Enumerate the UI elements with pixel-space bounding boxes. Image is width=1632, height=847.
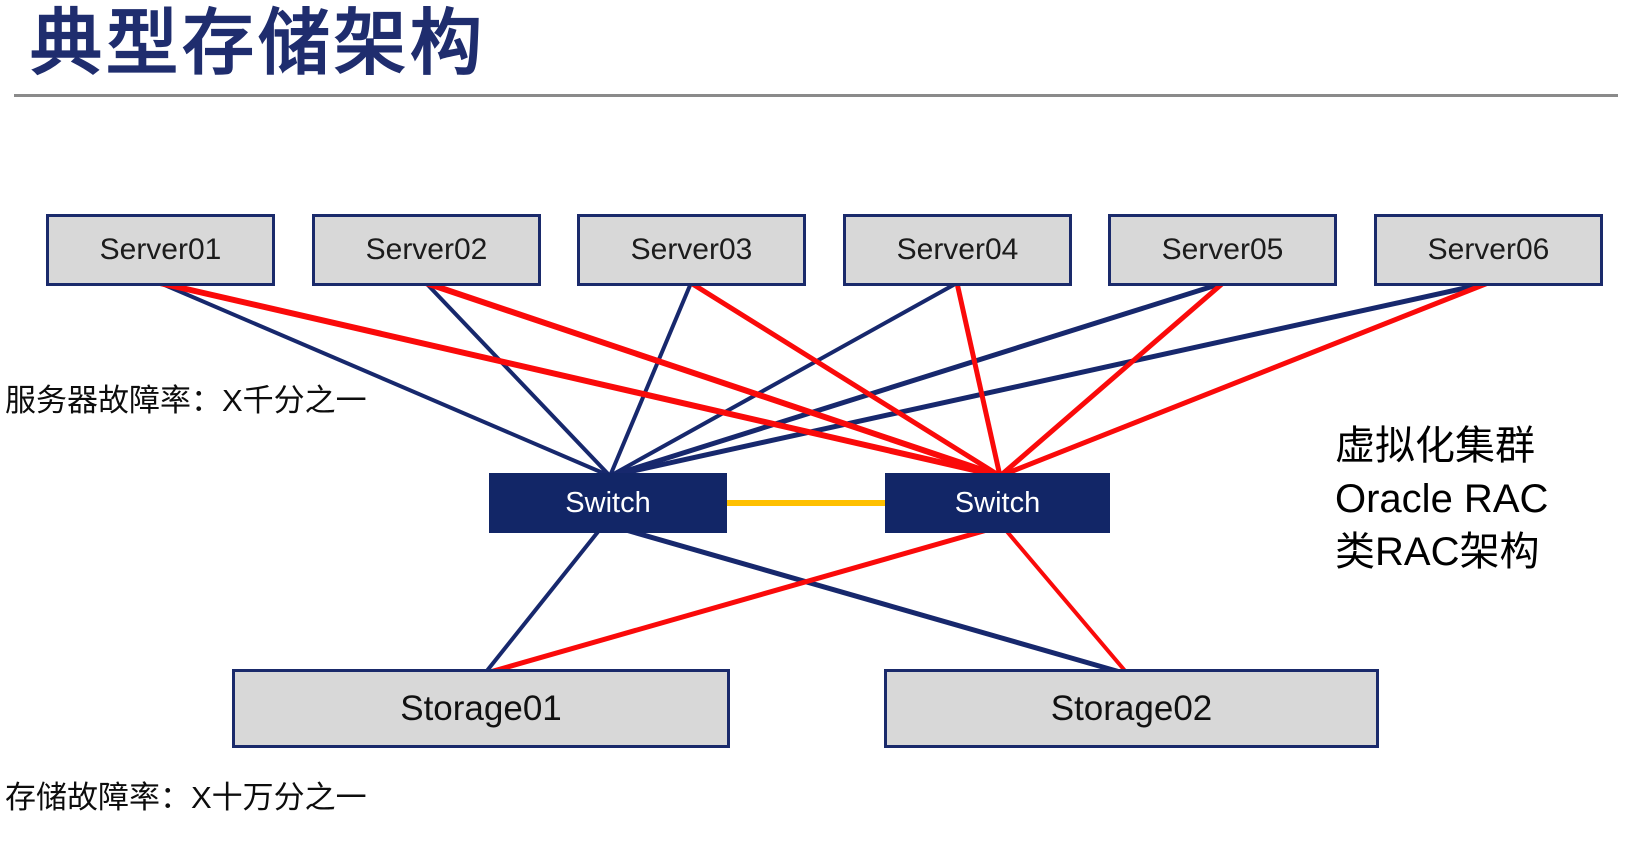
connection-Server04-SwitchB [954, 282, 1003, 477]
server-failure-rate-label: 服务器故障率：X千分之一 [5, 383, 367, 418]
page-title: 典型存储架构 [30, 4, 487, 84]
node-storage01: Storage01 [232, 669, 730, 748]
side-note-line-2: Oracle RAC [1335, 477, 1549, 521]
node-server05: Server05 [1108, 214, 1337, 286]
connection-SwitchB-Storage02 [1002, 526, 1128, 674]
title-divider-line [14, 94, 1618, 97]
node-server02: Server02 [312, 214, 541, 286]
connection-Server01-SwitchB [159, 280, 1001, 479]
node-server01: Server01 [46, 214, 275, 286]
connection-SwitchA-Storage01 [484, 526, 603, 674]
node-server03: Server03 [577, 214, 806, 286]
cluster-side-note: 虚拟化集群 Oracle RAC 类RAC架构 [1335, 420, 1548, 579]
connection-Server02-SwitchB [425, 280, 1001, 479]
connection-SwitchB-Storage01 [489, 525, 995, 675]
node-server04: Server04 [843, 214, 1072, 286]
storage-failure-rate-label: 存储故障率：X十万分之一 [5, 780, 367, 815]
connection-Server06-SwitchB [999, 280, 1489, 479]
node-switch-right: Switch [885, 473, 1110, 533]
node-switch-left: Switch [489, 473, 727, 533]
connection-Server01-SwitchA [159, 281, 611, 478]
connection-Server03-SwitchA [608, 282, 693, 477]
connection-Server05-SwitchB [998, 281, 1225, 478]
connection-Server06-SwitchA [609, 280, 1489, 479]
connection-Server04-SwitchA [609, 281, 958, 478]
connection-Server02-SwitchA [424, 281, 612, 478]
connection-Server05-SwitchA [609, 280, 1224, 479]
connection-Server03-SwitchB [689, 280, 1002, 479]
node-storage02: Storage02 [884, 669, 1379, 748]
connection-SwitchA-Storage02 [618, 525, 1121, 675]
side-note-line-3: 类RAC架构 [1335, 530, 1540, 574]
node-server06: Server06 [1374, 214, 1603, 286]
side-note-line-1: 虚拟化集群 [1335, 424, 1535, 468]
